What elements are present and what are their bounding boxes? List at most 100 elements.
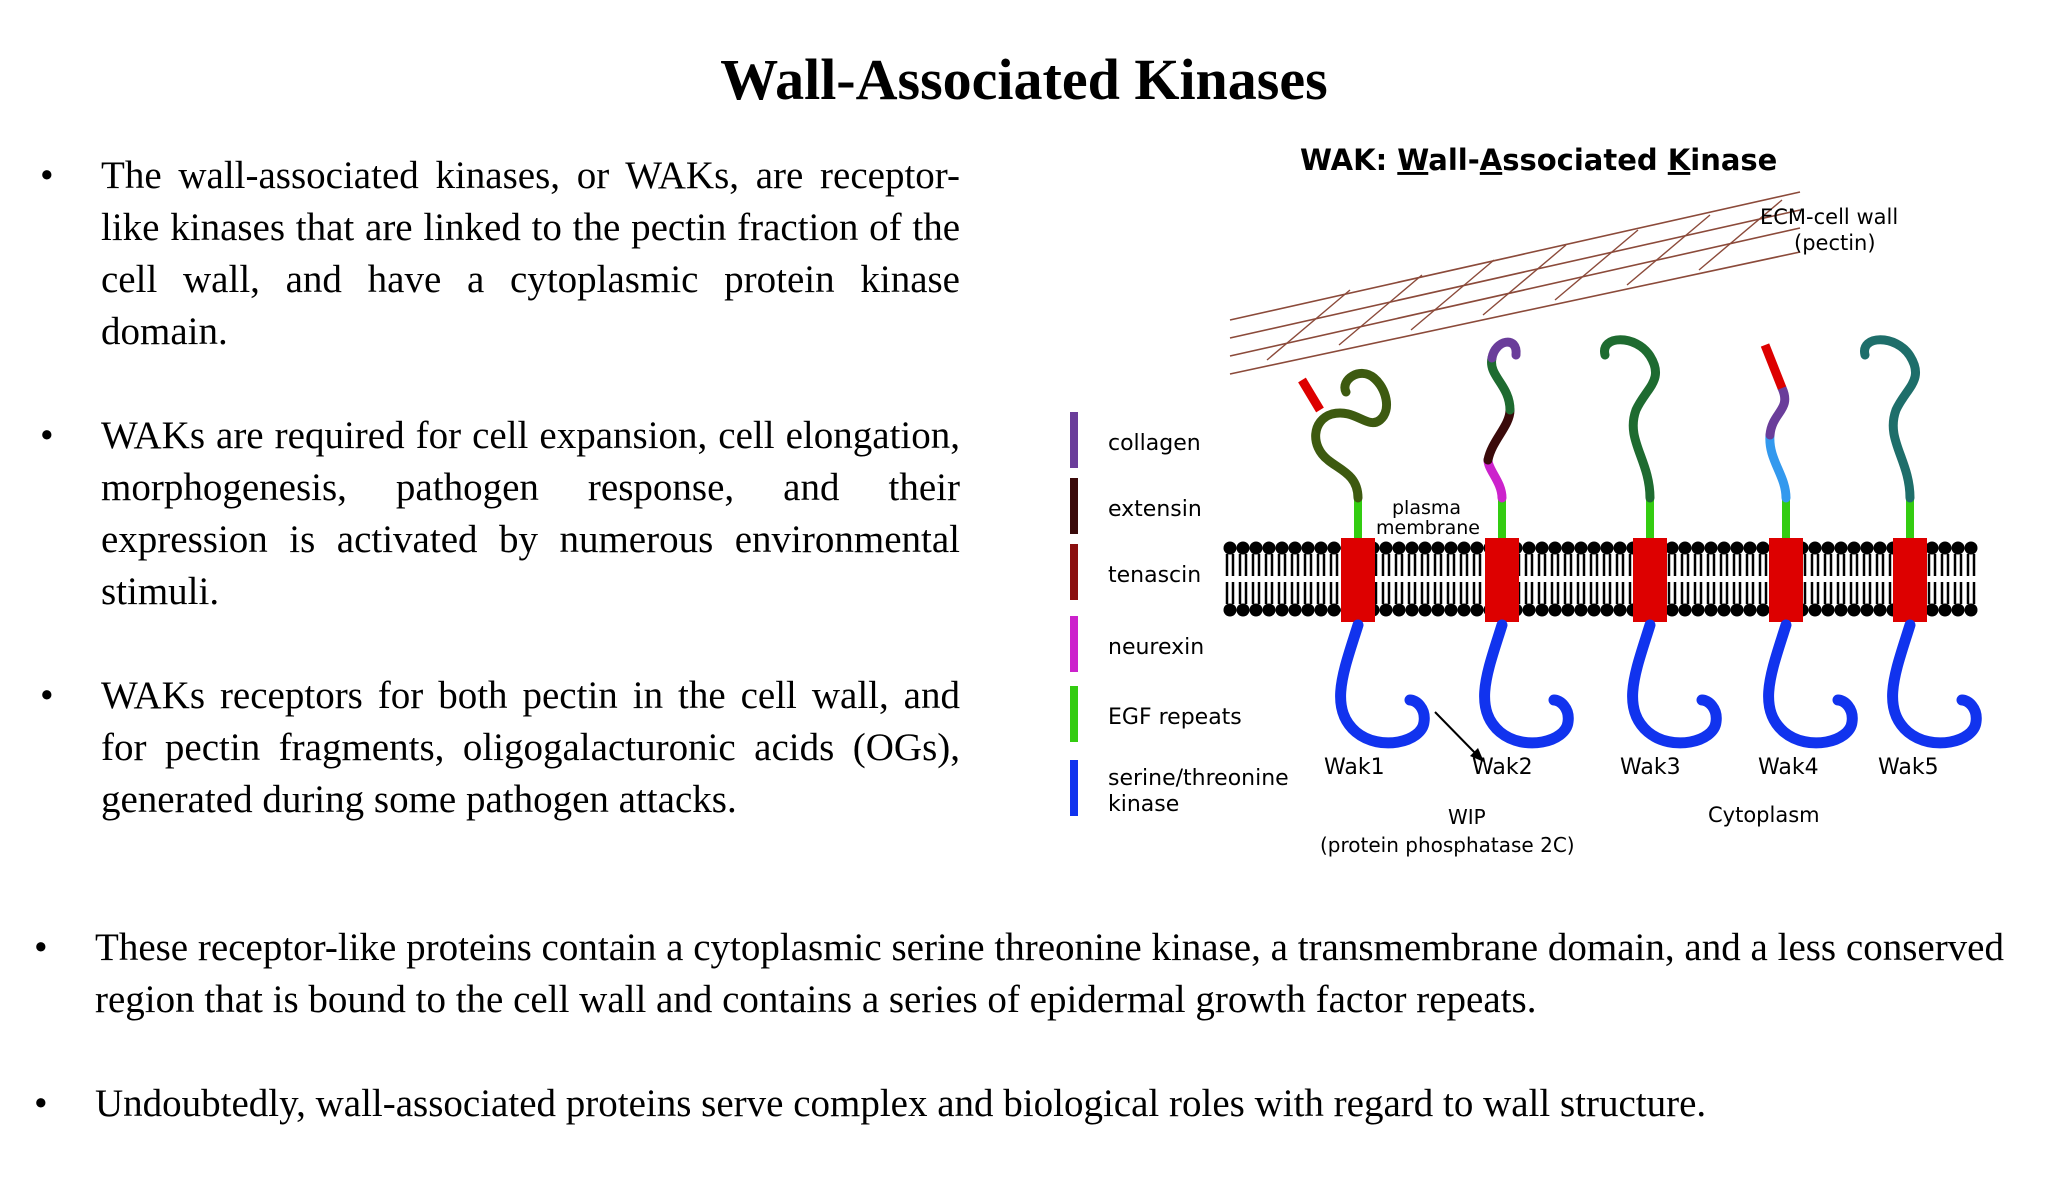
legend-label: extensin: [1108, 497, 1202, 522]
lipid-head: [1821, 541, 1835, 555]
legend-label: collagen: [1108, 431, 1201, 456]
pectin-crosslink: [1554, 229, 1639, 301]
membrane-label-line2: membrane: [1376, 517, 1480, 539]
lipid-head: [1717, 541, 1731, 555]
lipid-head: [1522, 541, 1536, 555]
lipid-head: [1457, 603, 1471, 617]
wak-label: Wak4: [1758, 755, 1819, 780]
kinase-domain: [1627, 619, 1722, 749]
lipid-head: [1821, 603, 1835, 617]
lipid-head: [1548, 541, 1562, 555]
diagram-title-prefix: WAK:: [1300, 143, 1397, 177]
lipid-head: [1808, 541, 1822, 555]
lipid-head: [1262, 603, 1276, 617]
lipid-head: [1860, 541, 1874, 555]
wak-label: Wak5: [1878, 755, 1939, 780]
plasma-membrane: [1223, 541, 1978, 617]
lipid-head: [1405, 541, 1419, 555]
lipid-head: [1613, 603, 1627, 617]
lipid-head: [1561, 603, 1575, 617]
lipid-head: [1444, 541, 1458, 555]
lipid-head: [1938, 541, 1952, 555]
lipid-head: [1392, 541, 1406, 555]
diagram-title-initial: W: [1397, 143, 1429, 177]
wak-label: Wak3: [1620, 755, 1681, 780]
lipid-head: [1548, 603, 1562, 617]
bullet-item: • WAKs receptors for both pectin in the …: [40, 670, 960, 826]
slide-title: Wall-Associated Kinases: [720, 47, 1328, 112]
bullet-text: WAKs are required for cell expansion, ce…: [101, 414, 960, 613]
lipid-head: [1470, 541, 1484, 555]
transmembrane-domain: [1769, 538, 1803, 622]
wak2-ectodomain: [1487, 353, 1515, 415]
lipid-head: [1574, 541, 1588, 555]
bullet-text: WAKs receptors for both pectin in the ce…: [101, 674, 960, 821]
lipid-head: [1951, 541, 1965, 555]
diagram-title-initial: A: [1480, 143, 1503, 177]
wak-diagram: WAK: Wall-Associated Kinase ECM-cell wal…: [1070, 143, 1982, 857]
tenascin-segment: [1760, 343, 1787, 390]
lipid-head: [1379, 603, 1393, 617]
lipid-head: [1756, 603, 1770, 617]
lipid-head: [1834, 603, 1848, 617]
kinase-domain: [1887, 619, 1982, 749]
lipid-head: [1535, 541, 1549, 555]
lipid-head: [1236, 541, 1250, 555]
lipid-head: [1743, 603, 1757, 617]
bottom-bullet-list: • These receptor-like proteins contain a…: [34, 922, 2004, 1182]
lipid-head: [1223, 541, 1237, 555]
pectin-strand: [1229, 209, 1801, 339]
lipid-head: [1847, 541, 1861, 555]
lipid-head: [1314, 541, 1328, 555]
wak5-ectodomain: [1860, 335, 1920, 503]
pectin-crosslink: [1410, 259, 1495, 331]
lipid-head: [1925, 603, 1939, 617]
lipid-head: [1743, 541, 1757, 555]
pectin-strand: [1229, 251, 1801, 375]
ecm-label-line1: ECM-cell wall: [1760, 205, 1898, 229]
lipid-head: [1223, 603, 1237, 617]
lipid-head: [1613, 541, 1627, 555]
lipid-head: [1431, 541, 1445, 555]
lipid-head: [1691, 541, 1705, 555]
pectin-crosslink: [1698, 199, 1783, 271]
pectin-crosslink: [1266, 289, 1351, 361]
lipid-head: [1964, 603, 1978, 617]
kinase-domain: [1763, 619, 1858, 749]
lipid-head: [1301, 541, 1315, 555]
bullet-dot: •: [34, 926, 48, 969]
lipid-head: [1873, 603, 1887, 617]
lipid-head: [1288, 603, 1302, 617]
lipid-head: [1392, 603, 1406, 617]
bullet-item: • The wall-associated kinases, or WAKs, …: [40, 150, 960, 358]
lipid-head: [1665, 541, 1679, 555]
lipid-head: [1587, 603, 1601, 617]
lipid-head: [1704, 541, 1718, 555]
lipid-head: [1951, 603, 1965, 617]
lipid-head: [1678, 541, 1692, 555]
lipid-head: [1665, 603, 1679, 617]
bullet-dot: •: [40, 414, 54, 457]
wak4-segment: [1765, 430, 1791, 503]
wak-proteins: [1298, 335, 1982, 749]
ecm-label-line2: (pectin): [1794, 231, 1876, 255]
bullet-item: • WAKs are required for cell expansion, …: [40, 410, 960, 618]
lipid-head: [1249, 541, 1263, 555]
transmembrane-domain: [1633, 538, 1667, 622]
legend-label: kinase: [1108, 792, 1179, 817]
lipid-head: [1925, 541, 1939, 555]
bullet-dot: •: [34, 1082, 48, 1125]
legend-label: serine/threonine: [1108, 766, 1289, 791]
diagram-title-rest: all-: [1428, 143, 1480, 177]
bullet-item: • These receptor-like proteins contain a…: [34, 922, 2004, 1026]
diagram-title-rest: inase: [1690, 143, 1777, 177]
lipid-head: [1275, 603, 1289, 617]
wip-arrow-head: [1470, 748, 1484, 762]
lipid-head: [1847, 603, 1861, 617]
lipid-head: [1418, 603, 1432, 617]
legend-label: neurexin: [1108, 635, 1204, 660]
bullet-text: The wall-associated kinases, or WAKs, ar…: [101, 154, 960, 353]
bullet-item: • Undoubtedly, wall-associated proteins …: [34, 1078, 2004, 1130]
lipid-head: [1600, 541, 1614, 555]
